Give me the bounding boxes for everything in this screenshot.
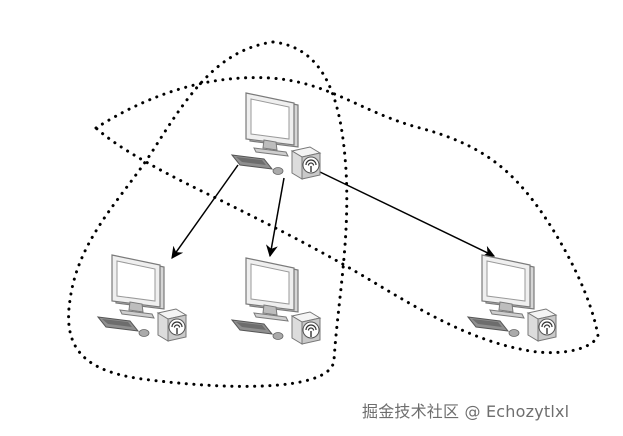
edge-central-to-right bbox=[319, 171, 496, 257]
right-dotted-region bbox=[93, 76, 600, 355]
central-computer-icon bbox=[231, 92, 321, 180]
left-computer-icon bbox=[97, 254, 187, 342]
right-computer-icon bbox=[467, 254, 557, 342]
watermark-text: 掘金技术社区 @ Echozytlxl bbox=[362, 402, 570, 421]
edge-central-to-middle bbox=[266, 177, 285, 258]
edge-central-to-left bbox=[171, 164, 239, 259]
middle-computer-icon bbox=[231, 257, 321, 345]
